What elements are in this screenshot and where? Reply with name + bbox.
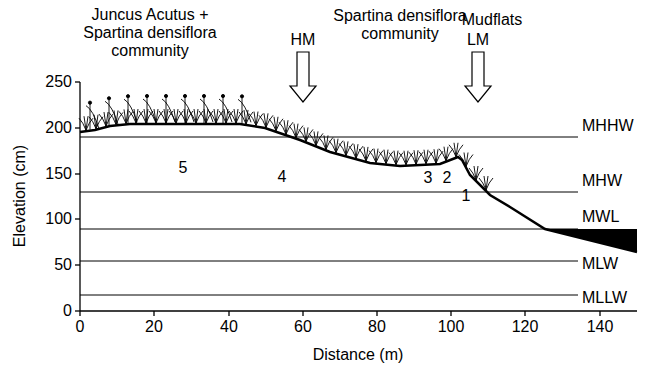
tide-level-label: MLW [581, 255, 619, 273]
tick-label: 140 [587, 318, 614, 336]
tick-label: 40 [220, 318, 238, 336]
tick-label: 120 [512, 318, 539, 336]
tick-label: 50 [54, 256, 72, 274]
tide-lines [80, 137, 578, 295]
tick-label: 250 [45, 73, 72, 91]
tide-level-label: MLLW [581, 289, 628, 307]
boundary-label: LM [467, 31, 489, 49]
zone-label: Mudflats [462, 11, 522, 29]
ground-profile [80, 124, 637, 252]
community-label: Spartina densiflora community [315, 7, 485, 43]
callout-number: 4 [278, 168, 287, 186]
tick-label: 100 [45, 210, 72, 228]
axes [75, 82, 637, 316]
community-label: Juncus Acutus + Spartina densiflora comm… [75, 6, 225, 60]
tide-level-label: MHHW [581, 117, 635, 135]
zone-arrows [290, 52, 491, 102]
callout-number: 1 [462, 187, 471, 205]
tide-level-label: MWL [581, 208, 620, 226]
tick-label: 200 [45, 119, 72, 137]
tick-label: 0 [76, 318, 85, 336]
tick-label: 80 [368, 318, 386, 336]
tick-label: 60 [294, 318, 312, 336]
tick-label: 0 [63, 302, 72, 320]
callout-number: 5 [179, 159, 188, 177]
tick-label: 100 [438, 318, 465, 336]
axis-title: Distance (m) [313, 346, 404, 364]
tide-level-label: MHW [581, 172, 623, 190]
tick-label: 20 [145, 318, 163, 336]
callout-number: 3 [424, 169, 433, 187]
vegetation [79, 94, 493, 190]
tick-label: 150 [45, 165, 72, 183]
callout-number: 2 [443, 169, 452, 187]
axis-title: Elevation (cm) [11, 145, 29, 247]
boundary-label: HM [291, 31, 316, 49]
